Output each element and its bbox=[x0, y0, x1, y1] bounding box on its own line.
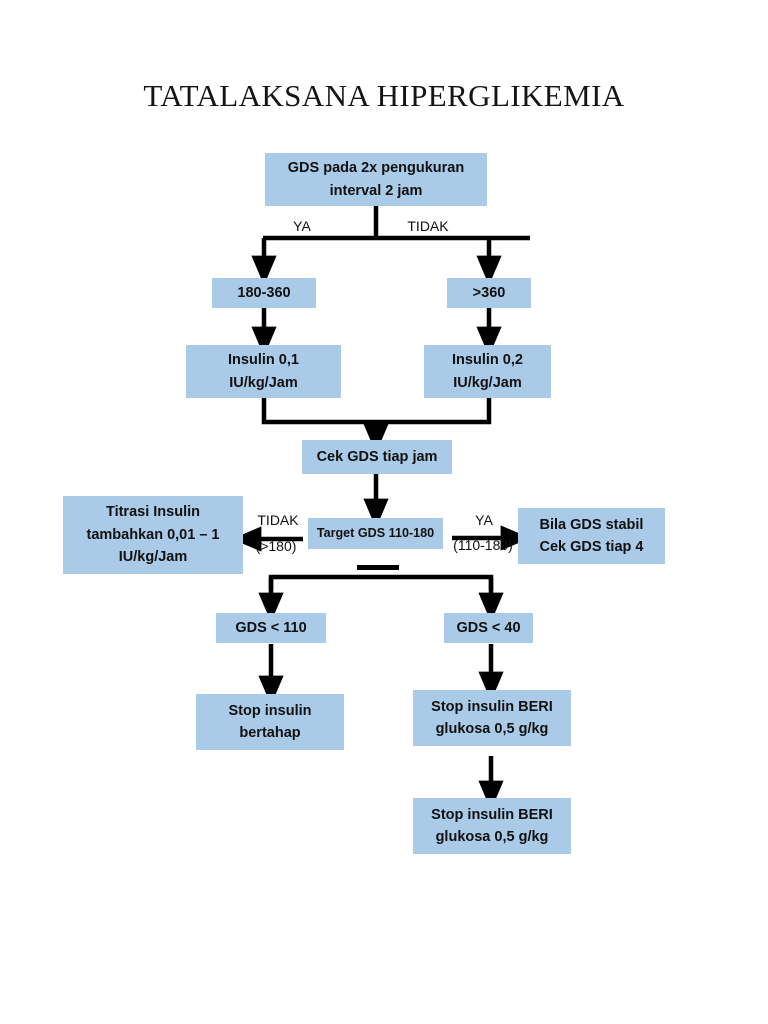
edge-label-tidak-mid: TIDAK bbox=[257, 512, 299, 528]
node-target-gds[interactable]: Target GDS 110-180 bbox=[308, 518, 443, 549]
node-range-180-360-label: 180-360 bbox=[237, 284, 291, 301]
decision-bar bbox=[357, 565, 399, 570]
node-target-gds-label: Target GDS 110-180 bbox=[316, 525, 435, 540]
node-gds-under-110-label: GDS < 110 bbox=[235, 619, 307, 636]
node-range-over-360[interactable]: >360 bbox=[447, 278, 531, 308]
node-check-hourly-label: Cek GDS tiap jam bbox=[316, 448, 438, 465]
node-gds-under-110[interactable]: GDS < 110 bbox=[216, 613, 326, 643]
edge-label-ya-top: YA bbox=[293, 218, 311, 234]
node-gds-under-40[interactable]: GDS < 40 bbox=[444, 613, 533, 643]
node-range-180-360[interactable]: 180-360 bbox=[212, 278, 316, 308]
edge-label-tidak-top: TIDAK bbox=[407, 218, 449, 234]
edge-label-tidak-mid-range: (>180) bbox=[255, 538, 297, 554]
edge-label-ya-mid: YA bbox=[475, 512, 493, 528]
node-gds-under-40-label: GDS < 40 bbox=[456, 619, 521, 636]
node-range-over-360-label: >360 bbox=[472, 284, 506, 301]
edge-label-ya-mid-range: (110-180) bbox=[453, 537, 513, 553]
node-check-hourly[interactable]: Cek GDS tiap jam bbox=[302, 440, 452, 474]
page-title: TATALAKSANA HIPERGLIKEMIA bbox=[143, 78, 625, 113]
